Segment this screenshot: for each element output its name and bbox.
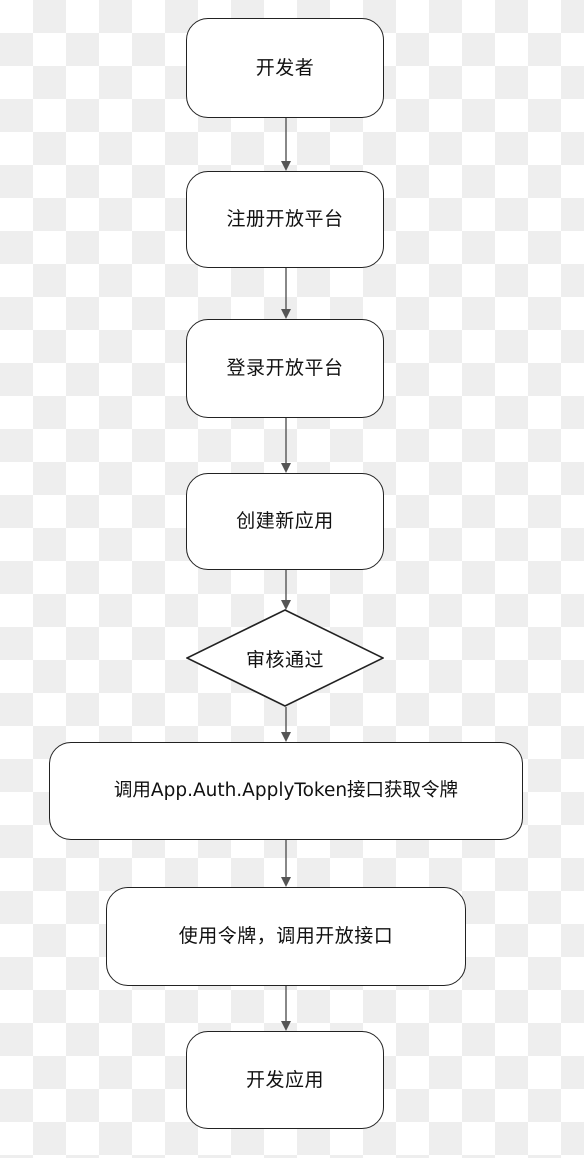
diamond-shape bbox=[186, 609, 384, 707]
decision-review-approved: 审核通过 bbox=[186, 609, 384, 707]
arrow-login-to-create-app bbox=[281, 418, 291, 473]
decision-label: 审核通过 bbox=[245, 648, 324, 671]
arrow-register-to-login bbox=[281, 268, 291, 319]
step-use-token: 使用令牌，调用开放接口 bbox=[106, 887, 466, 986]
step-login-platform: 登录开放平台 bbox=[186, 319, 384, 418]
arrow-apply-token-to-use-token bbox=[281, 840, 291, 887]
arrow-use-token-to-develop-app bbox=[281, 986, 291, 1031]
step-develop-app: 开发应用 bbox=[186, 1031, 384, 1129]
step-developer: 开发者 bbox=[186, 18, 384, 118]
arrow-developer-to-register bbox=[281, 118, 291, 171]
arrow-review-to-apply-token bbox=[281, 707, 291, 742]
step-apply-token: 调用App.Auth.ApplyToken接口获取令牌 bbox=[49, 742, 523, 840]
step-create-app: 创建新应用 bbox=[186, 473, 384, 570]
arrow-create-app-to-review bbox=[281, 570, 291, 610]
step-register-platform: 注册开放平台 bbox=[186, 171, 384, 268]
